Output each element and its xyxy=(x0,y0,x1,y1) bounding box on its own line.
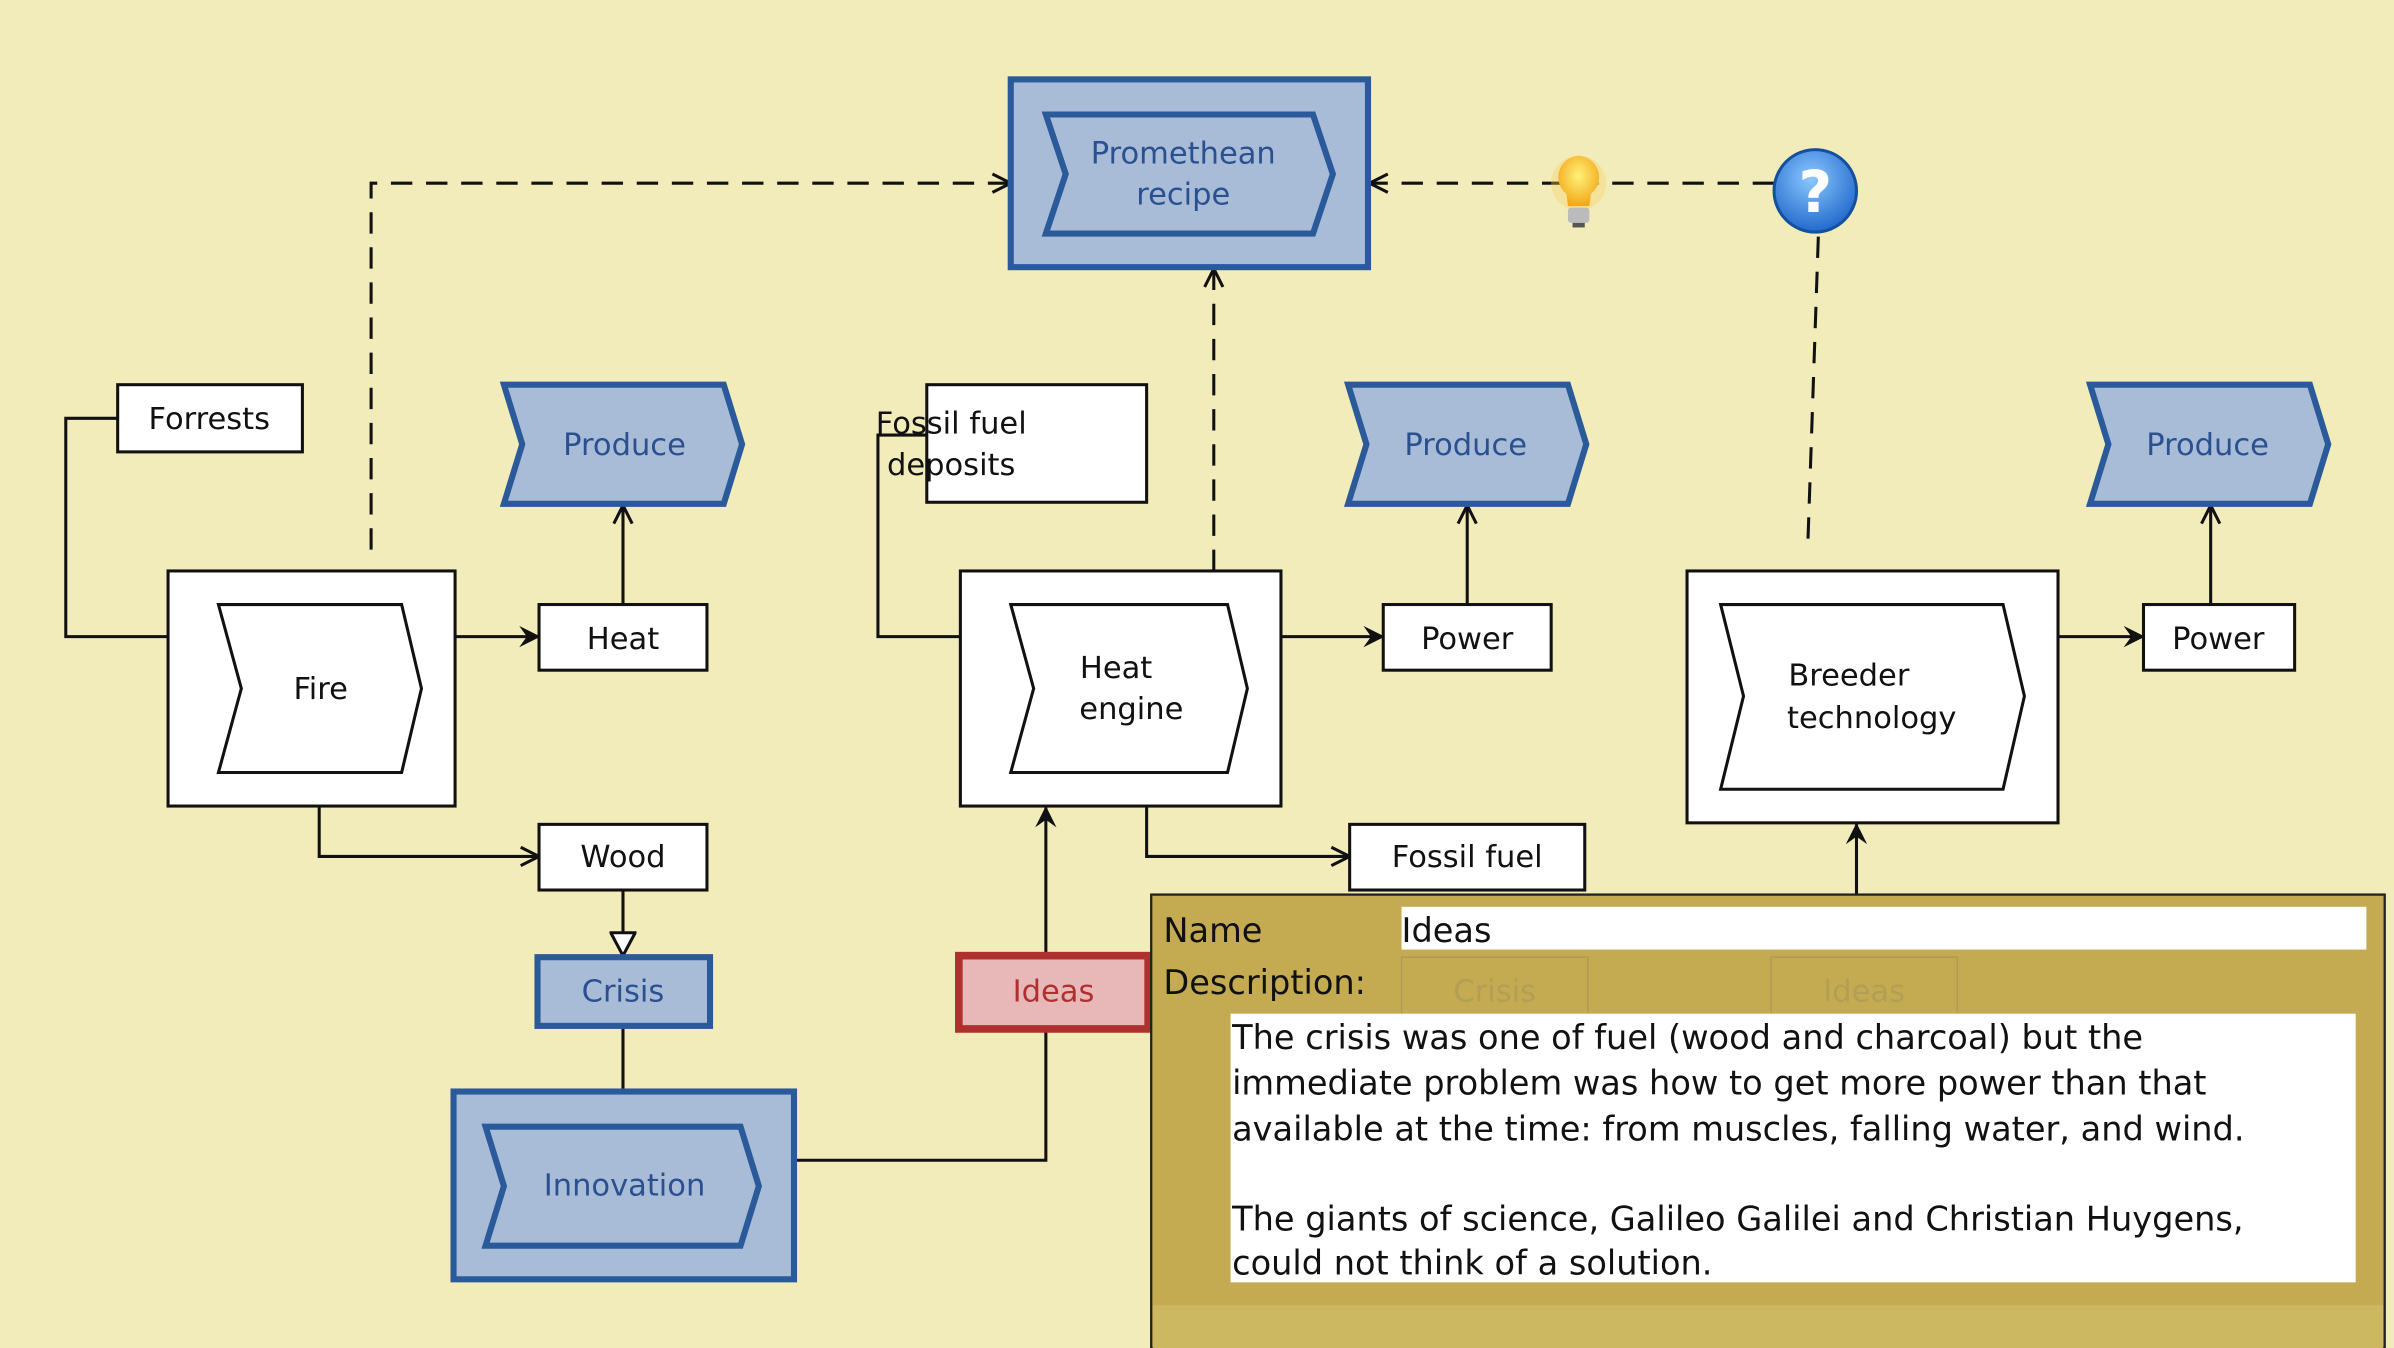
description-text[interactable]: The crisis was one of fuel (wood and cha… xyxy=(1231,1018,2244,1283)
svg-text:Ideas: Ideas xyxy=(1823,974,1905,1009)
svg-text:Promethean: Promethean xyxy=(1091,136,1276,171)
name-label: Name xyxy=(1163,911,1262,950)
svg-text:Breeder: Breeder xyxy=(1788,658,1910,693)
node-heat[interactable]: Heat xyxy=(537,603,709,672)
svg-text:Forrests: Forrests xyxy=(148,402,270,437)
node-produce-2[interactable]: Produce xyxy=(1344,381,1590,507)
node-fossil-fuel[interactable]: Fossil fuel xyxy=(1348,822,1587,892)
edge-breeder-question xyxy=(1806,236,1820,550)
node-innovation[interactable]: Innovation xyxy=(450,1088,798,1283)
node-forrests[interactable]: Forrests xyxy=(116,383,304,454)
edge-innovation-ideas xyxy=(758,1028,1048,1162)
lightbulb-icon[interactable] xyxy=(1551,155,1607,228)
svg-text:Fossil fuel: Fossil fuel xyxy=(1392,840,1543,875)
node-produce-1[interactable]: Produce xyxy=(499,381,746,507)
node-fossil-fuel-deposits[interactable]: Fossil fuel deposits xyxy=(876,383,1149,504)
description-label: Description: xyxy=(1163,963,1366,1002)
node-heat-engine[interactable]: Heat engine xyxy=(958,569,1283,808)
edge-forrests-fire xyxy=(64,416,220,648)
name-field[interactable] xyxy=(1401,906,2367,950)
node-produce-3[interactable]: Produce xyxy=(2085,381,2332,507)
svg-text:available at the time: from mu: available at the time: from muscles, fal… xyxy=(1232,1109,2244,1148)
node-wood[interactable]: Wood xyxy=(537,822,709,892)
svg-text:deposits: deposits xyxy=(887,448,1015,483)
svg-text:Crisis: Crisis xyxy=(1453,974,1536,1009)
svg-text:could not think of a solution.: could not think of a solution. xyxy=(1232,1244,1712,1283)
node-crisis[interactable]: Crisis xyxy=(534,954,714,1029)
node-breeder-technology[interactable]: Breeder technology xyxy=(1685,569,2060,825)
svg-text:The crisis was one of fuel (wo: The crisis was one of fuel (wood and cha… xyxy=(1231,1018,2143,1057)
node-promethean-recipe[interactable]: Promethean recipe xyxy=(1007,76,1372,271)
svg-text:Produce: Produce xyxy=(1404,428,1527,463)
node-ideas[interactable]: Ideas xyxy=(955,951,1152,1033)
svg-text:Power: Power xyxy=(2172,622,2265,657)
svg-text:Innovation: Innovation xyxy=(544,1168,706,1203)
svg-text:?: ? xyxy=(1798,158,1832,226)
svg-text:Crisis: Crisis xyxy=(582,974,665,1009)
svg-text:The giants of science, Galileo: The giants of science, Galileo Galilei a… xyxy=(1231,1199,2243,1238)
svg-text:Wood: Wood xyxy=(580,840,665,875)
edge-fire-promethean xyxy=(369,183,1011,550)
svg-text:Produce: Produce xyxy=(563,428,686,463)
svg-text:Fire: Fire xyxy=(293,672,347,707)
svg-text:engine: engine xyxy=(1079,692,1183,727)
svg-text:immediate problem was how to g: immediate problem was how to get more po… xyxy=(1232,1064,2206,1103)
node-power-2[interactable]: Power xyxy=(2141,603,2297,672)
node-power-1[interactable]: Power xyxy=(1381,603,1553,672)
description-textarea[interactable] xyxy=(1230,1013,2356,1283)
edge-deposits-heat-engine xyxy=(876,433,1013,648)
properties-panel: Crisis Ideas Name Ideas Description: The… xyxy=(1150,893,2386,1348)
svg-text:technology: technology xyxy=(1787,701,1956,736)
svg-text:Heat: Heat xyxy=(587,622,659,657)
svg-text:Power: Power xyxy=(1421,622,1514,657)
svg-text:Heat: Heat xyxy=(1080,651,1152,686)
svg-text:Produce: Produce xyxy=(2146,428,2269,463)
svg-text:recipe: recipe xyxy=(1136,178,1230,213)
question-icon[interactable]: ? xyxy=(1772,148,1859,234)
svg-text:Ideas: Ideas xyxy=(1013,974,1095,1009)
name-field-value[interactable]: Ideas xyxy=(1402,911,1492,950)
node-fire[interactable]: Fire xyxy=(166,569,457,808)
svg-text:Fossil fuel: Fossil fuel xyxy=(876,407,1027,442)
